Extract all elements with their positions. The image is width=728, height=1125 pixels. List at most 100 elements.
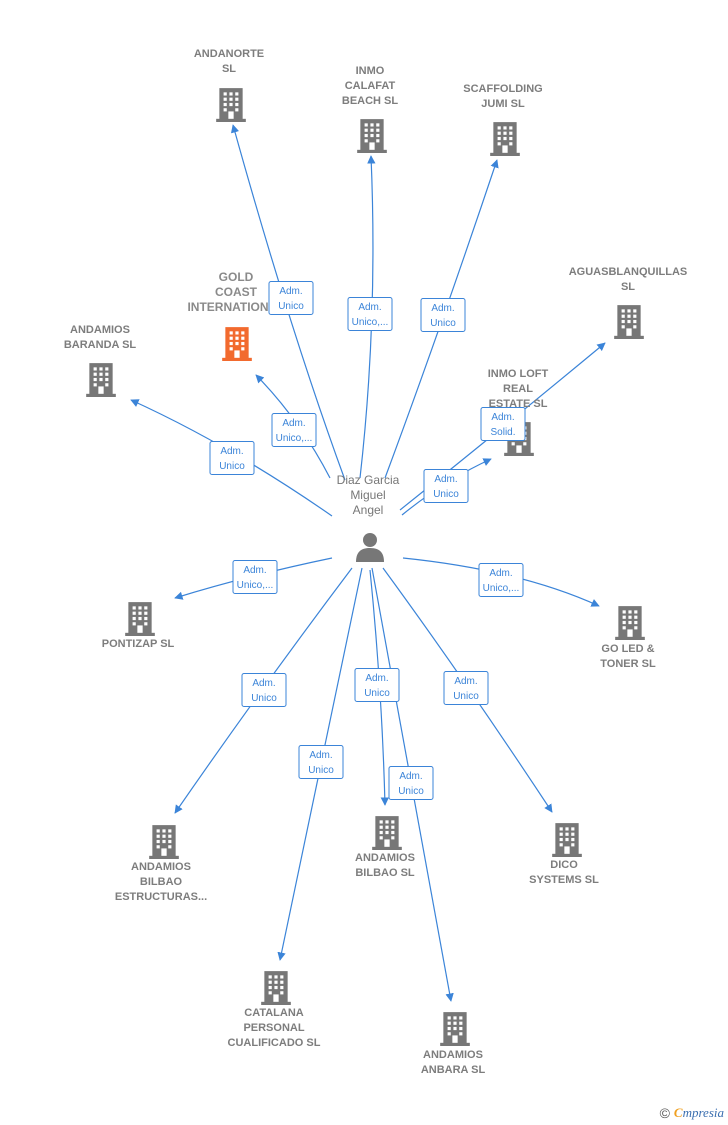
building-icon xyxy=(615,606,645,640)
empresia-logo[interactable]: Cmpresia xyxy=(673,1105,724,1120)
person-icon xyxy=(356,533,384,562)
edge-label-aguasblanquillas[interactable]: Adm. Solid. xyxy=(480,407,526,441)
company-label-line: ANDAMIOS xyxy=(70,324,130,336)
edge-label-text: Adm. xyxy=(491,412,514,423)
edge-label-text: Adm. xyxy=(282,418,305,429)
edge-label-text: Unico xyxy=(430,318,456,329)
company-node-andanorte[interactable]: ANDANORTE SL xyxy=(194,48,264,122)
edge-label-andanorte[interactable]: Adm.Unico xyxy=(268,281,314,315)
edge-label-text: Adm. xyxy=(489,568,512,579)
company-node-andamios-bilbao-estructuras[interactable]: ANDAMIOSBILBAOESTRUCTURAS... xyxy=(115,825,207,903)
edge-label-text: Adm. xyxy=(220,446,243,457)
copyright-icon: © xyxy=(659,1105,670,1121)
edge-label-text: Unico,... xyxy=(276,433,313,444)
company-label-line: ANDAMIOS xyxy=(355,852,415,864)
edge-label-catalana-personal[interactable]: Adm. Unico xyxy=(298,745,344,779)
footer: © Cmpresia xyxy=(660,1105,724,1121)
company-label-line: COAST xyxy=(215,285,258,299)
company-label-line: REAL xyxy=(503,383,533,395)
building-icon xyxy=(261,971,291,1005)
edge-label-text: Unico xyxy=(398,786,424,797)
edge-label-box xyxy=(420,298,466,332)
edge-label-text: Unico xyxy=(219,461,245,472)
company-node-andamios-anbara[interactable]: ANDAMIOS ANBARA SL xyxy=(421,1012,486,1076)
edge-label-text: Adm. xyxy=(309,750,332,761)
company-label-line: SYSTEMS SL xyxy=(529,874,599,886)
company-node-inmo-calafat[interactable]: INMO CALAFAT BEACH SL xyxy=(342,65,399,153)
edge-label-box xyxy=(443,671,489,705)
edge-label-box xyxy=(241,673,287,707)
edge-label-andamios-bilbao-estructuras[interactable]: Adm.Unico xyxy=(241,673,287,707)
edge-label-text: Adm. xyxy=(243,565,266,576)
company-label-line: ANDANORTE xyxy=(194,48,264,60)
edge-label-box xyxy=(388,766,434,800)
building-icon xyxy=(552,823,582,857)
company-label-line: BEACH SL xyxy=(342,95,399,107)
edge-label-andamios-baranda[interactable]: Adm. Unico xyxy=(209,441,255,475)
company-label-line: SL xyxy=(222,63,236,75)
edge-label-text: Unico xyxy=(453,691,479,702)
edge-label-text: Solid. xyxy=(490,427,515,438)
edge-label-go-led[interactable]: Adm. Unico,... xyxy=(478,563,524,597)
edge-label-text: Adm. xyxy=(358,302,381,313)
person-name-line: Angel xyxy=(353,503,384,517)
company-label-line: PONTIZAP SL xyxy=(102,638,175,650)
company-label-line: BILBAO SL xyxy=(355,867,415,879)
edge-label-scaffolding-jumi[interactable]: Adm. Unico xyxy=(420,298,466,332)
company-label-line: SL xyxy=(621,281,635,293)
edge-label-andamios-bilbao[interactable]: Adm.Unico xyxy=(354,668,400,702)
building-icon xyxy=(440,1012,470,1046)
building-icon xyxy=(490,122,520,156)
edge-label-text: Unico,... xyxy=(237,580,274,591)
edge-label-box xyxy=(271,413,317,447)
company-label-line: CUALIFICADO SL xyxy=(228,1037,321,1049)
company-label-line: ESTRUCTURAS... xyxy=(115,891,207,903)
building-icon xyxy=(125,602,155,636)
building-icon xyxy=(86,363,116,397)
company-label-line: BARANDA SL xyxy=(64,339,137,351)
company-label-line: BILBAO xyxy=(140,876,183,888)
edge-label-text: Adm. xyxy=(431,303,454,314)
company-label-line: GO LED & xyxy=(601,643,654,655)
company-node-go-led[interactable]: GO LED & TONER SL xyxy=(600,606,656,670)
company-label-line: INMO xyxy=(356,65,385,77)
edge-label-box xyxy=(298,745,344,779)
edge-label-text: Adm. xyxy=(365,673,388,684)
edge-label-inmo-calafat[interactable]: Adm. Unico,... xyxy=(347,297,393,331)
edge-label-inmo-loft[interactable]: Adm.Unico xyxy=(423,469,469,503)
company-label-line: TONER SL xyxy=(600,658,656,670)
company-label-line: CALAFAT xyxy=(345,80,396,92)
company-label-line: ANBARA SL xyxy=(421,1064,486,1076)
edge-label-text: Adm. xyxy=(434,474,457,485)
company-label-line: GOLD xyxy=(219,270,254,284)
edge-arrow-andanorte xyxy=(230,124,346,481)
company-label-line: SCAFFOLDING xyxy=(463,83,542,95)
company-label-line: ANDAMIOS xyxy=(423,1049,483,1061)
company-node-andamios-bilbao[interactable]: ANDAMIOS BILBAO SL xyxy=(355,816,415,879)
company-node-andamios-baranda[interactable]: ANDAMIOS BARANDA SL xyxy=(64,324,137,397)
edge-label-dico-systems[interactable]: Adm. Unico xyxy=(443,671,489,705)
company-node-pontizap[interactable]: PONTIZAP SL xyxy=(102,602,175,650)
edge-label-box xyxy=(347,297,393,331)
edge-label-text: Unico,... xyxy=(483,583,520,594)
edge-label-text: Adm. xyxy=(252,678,275,689)
edge-label-text: Adm. xyxy=(454,676,477,687)
edge-label-pontizap[interactable]: Adm. Unico,... xyxy=(232,560,278,594)
person-name-line: Miguel xyxy=(350,488,385,502)
building-icon xyxy=(149,825,179,859)
edge-label-text: Unico,... xyxy=(352,317,389,328)
building-icon xyxy=(372,816,402,850)
company-label-line: INTERNATIONAL xyxy=(187,300,284,314)
edge-label-gold-coast[interactable]: Adm. Unico,... xyxy=(271,413,317,447)
company-label-line: DICO xyxy=(550,859,578,871)
edge-label-text: Unico xyxy=(308,765,334,776)
company-node-dico-systems[interactable]: DICO SYSTEMS SL xyxy=(529,823,599,886)
edge-label-andamios-anbara[interactable]: Adm.Unico xyxy=(388,766,434,800)
